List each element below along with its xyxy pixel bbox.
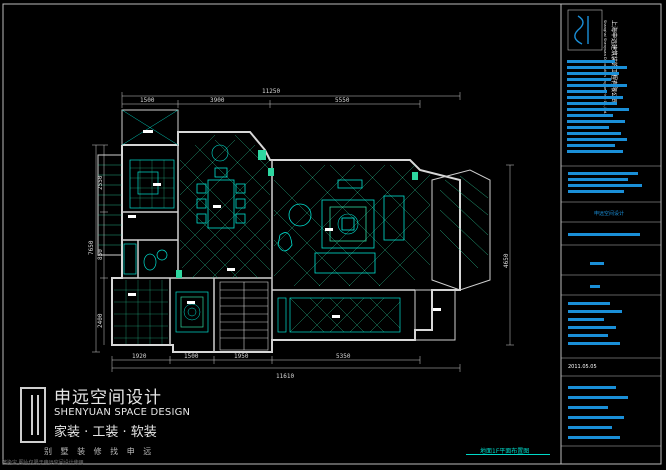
brand-logo-icon [20, 387, 46, 443]
dim-top-overall: 11250 [262, 88, 280, 95]
dimension-left: 7650 2550 850 2400 [88, 175, 104, 328]
dining-floor-tiles [179, 134, 271, 279]
dimension-lines [92, 92, 514, 372]
rug-room [175, 291, 209, 333]
dim-bottom-overall: 11610 [276, 373, 294, 380]
dim-top-seg-1: 1500 [140, 97, 155, 104]
titleblock-logo-box [567, 9, 603, 51]
brand-name-cn: 申远空间设计 [54, 388, 162, 408]
dimension-top: 11250 1500 3900 5550 [140, 88, 350, 104]
dim-top-seg-3: 5550 [335, 97, 350, 104]
interior-walls [122, 132, 415, 352]
brand-tagline: 别 墅 装 修 找 申 远 [44, 447, 155, 456]
balcony-west [97, 154, 123, 256]
drawing-name-underline [466, 454, 550, 455]
dim-bottom-seg-1: 1920 [132, 353, 147, 360]
balcony-east [431, 169, 491, 291]
titleblock-logo-icon [574, 15, 589, 45]
dim-left-seg-3: 2400 [97, 313, 104, 328]
titleblock-mid-rows [568, 172, 642, 193]
brand-watermark: 申远空间设计 SHENYUAN SPACE DESIGN 家装 · 工装 · 软… [20, 381, 200, 456]
dining-table-set [196, 144, 246, 229]
dim-bottom-seg-2: 1500 [184, 353, 199, 360]
dimension-bottom: 1920 1500 1950 5350 11610 [132, 353, 351, 380]
dim-bottom-seg-4: 5350 [336, 353, 351, 360]
dim-left-overall: 7650 [88, 240, 95, 255]
exterior-walls [111, 131, 461, 353]
dim-left-seg-1: 2550 [97, 175, 104, 190]
family-room-furniture [277, 297, 401, 333]
dim-left-seg-2: 850 [97, 249, 104, 260]
bathroom-fixtures [123, 243, 168, 275]
watermark-note: 渲染宝 图片仅限于申远空间设计使用 [2, 460, 84, 466]
titleblock-design-header: 申远空间设计 [594, 210, 624, 217]
titleblock-info-rows [567, 60, 629, 153]
balcony-southeast [414, 289, 456, 341]
titleblock-project-address [568, 233, 640, 236]
structural-columns [176, 150, 418, 278]
kitchen-fixtures [129, 159, 175, 209]
dim-bottom-seg-3: 1950 [234, 353, 249, 360]
titleblock-date: 2011.05.05 [568, 364, 597, 370]
sheet-border [2, 3, 662, 465]
living-room-furniture [277, 179, 405, 274]
floor-plan [97, 109, 491, 353]
dim-top-seg-2: 3900 [210, 97, 225, 104]
brand-services: 家装 · 工装 · 软装 [54, 425, 157, 440]
brand-name-en: SHENYUAN SPACE DESIGN [54, 407, 191, 418]
dim-right-overall: 4650 [503, 253, 510, 268]
titleblock-bottom-rows [568, 386, 628, 439]
drawing-name: 地面1F平面布置图 [480, 448, 530, 455]
bottom-left-room-tiles [114, 280, 168, 344]
staircase [219, 281, 269, 351]
dimension-right: 4650 [503, 253, 510, 268]
balcony-north [121, 109, 179, 146]
room-label-markers [128, 130, 441, 318]
titleblock-lower-rows [568, 302, 622, 345]
title-block: 上海申远建筑装饰工程有限公司 Shanghai Shenyuan Decorat… [561, 9, 661, 447]
